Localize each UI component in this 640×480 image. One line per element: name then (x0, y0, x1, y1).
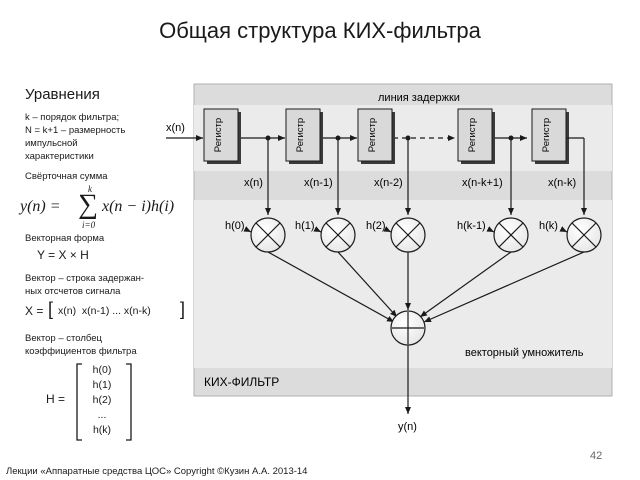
row-label-1: Вектор – строка задержан- (25, 273, 145, 284)
register-label: Регистр (295, 118, 306, 152)
register-label: Регистр (213, 118, 224, 152)
tap-label: x(n-k+1) (462, 177, 503, 189)
page-number: 42 (590, 450, 603, 462)
formula-rhs: x(n − i)h(i) (102, 198, 175, 215)
multiplier-0 (250, 217, 286, 253)
multiplier-4 (566, 217, 602, 253)
equations-heading: Уравнения (25, 86, 100, 103)
x-left-bracket-icon: [ (48, 299, 54, 319)
tap-lines (265, 135, 587, 215)
product-lines (267, 251, 585, 323)
register-4 (531, 108, 569, 164)
adder (390, 310, 426, 346)
coefficient-arrows (243, 226, 568, 233)
h-entry: h(k) (92, 424, 112, 436)
row-vector-description: Вектор – строка задержан- ных отсчетов с… (25, 272, 144, 298)
formula-lower-limit: i=0 (82, 220, 96, 230)
h-vector: H = h(0) h(1) h(2) ... h(k) (46, 362, 132, 442)
vector-equation: Y = X × H (37, 248, 89, 262)
register-label: Регистр (541, 118, 552, 152)
footer-copyright: Лекции «Аппаратные средства ЦОС» Copyrig… (6, 466, 308, 477)
h-vector-entries: h(0) h(1) h(2) ... h(k) (82, 363, 122, 438)
def-line-2: N = k+1 – размерность (25, 125, 126, 136)
vector-multiplier-label: векторный умножитель (465, 347, 584, 359)
column-vector-description: Вектор – столбец коэффициентов фильтра (25, 332, 137, 358)
x-vector-body: x(n) x(n-1) ... x(n-k) (58, 305, 151, 317)
def-line-4: характеристики (25, 151, 94, 162)
register-label: Регистр (367, 118, 378, 152)
register-0 (203, 108, 241, 164)
tap-label: x(n-k) (548, 177, 576, 189)
formula-upper-limit: k (88, 184, 92, 194)
def-line-1: k – порядок фильтра; (25, 112, 120, 123)
multiplier-3 (493, 217, 529, 253)
register-label: Регистр (467, 118, 478, 152)
h-entry: ... (97, 409, 107, 421)
register-3 (457, 108, 495, 164)
tap-label: x(n-2) (374, 177, 403, 189)
register-1 (285, 108, 323, 164)
fir-filter-label: КИХ-ФИЛЬТР (204, 375, 279, 389)
sum-symbol: ∑ (78, 189, 98, 220)
x-vector-lhs: X = (25, 304, 44, 318)
coef-label: h(2) (366, 220, 386, 232)
def-line-3: импульсной (25, 138, 78, 149)
input-label: x(n) (166, 122, 185, 134)
convolution-label: Свёрточная сумма (25, 171, 108, 182)
formula-lhs: y(n) = (20, 198, 61, 215)
multiplier-2 (390, 217, 426, 253)
col-label-1: Вектор – столбец (25, 333, 102, 344)
tap-label: x(n-1) (304, 177, 333, 189)
output-label: y(n) (398, 421, 417, 433)
register-2 (357, 108, 395, 164)
order-definition: k – порядок фильтра; N = k+1 – размернос… (25, 111, 125, 163)
delay-line-label: линия задержки (378, 92, 460, 104)
col-label-2: коэффициентов фильтра (25, 346, 137, 357)
h-vector-lhs: H = (46, 392, 66, 406)
coef-label: h(0) (225, 220, 245, 232)
coef-label: h(1) (295, 220, 315, 232)
coef-label: h(k-1) (457, 220, 486, 232)
row-label-2: ных отсчетов сигнала (25, 286, 121, 297)
vector-form-label: Векторная форма (25, 233, 105, 244)
h-entry: h(1) (92, 379, 112, 391)
tap-label: x(n) (244, 177, 263, 189)
h-entry: h(0) (92, 364, 112, 376)
h-entry: h(2) (92, 394, 112, 406)
x-vector: X = [ x(n) x(n-1) ... x(n-k) ] (25, 299, 190, 322)
page-title: Общая структура КИХ-фильтра (159, 18, 481, 43)
x-right-bracket-icon: ] (180, 299, 186, 319)
coef-label: h(k) (539, 220, 558, 232)
multiplier-1 (320, 217, 356, 253)
h-vector-brackets-icon (76, 363, 132, 441)
convolution-formula: y(n) = k ∑ i=0 x(n − i)h(i) (20, 184, 185, 232)
